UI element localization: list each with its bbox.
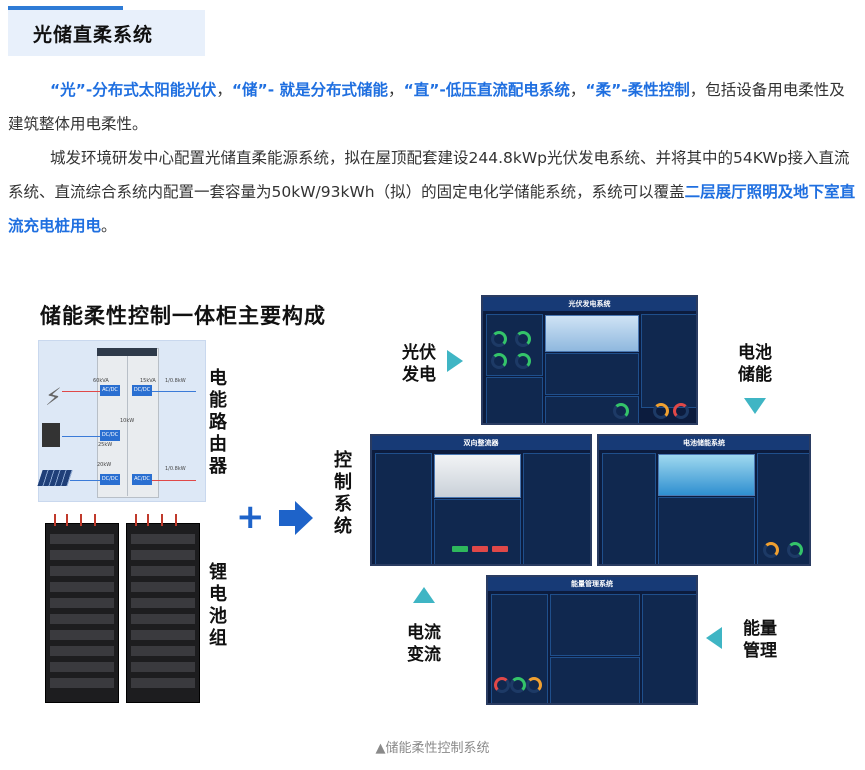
section-accent-bar — [8, 6, 123, 10]
arrow-right-icon — [447, 350, 463, 372]
section-title: 光储直柔系统 — [33, 24, 154, 46]
power-tower-icon: ⚡ — [45, 383, 62, 411]
screen-battery: 电池储能系统 — [597, 434, 811, 566]
battery-rack — [126, 514, 200, 703]
term-rou: “柔”-柔性控制 — [585, 81, 690, 99]
figure-caption: ▲储能柔性控制系统 — [375, 741, 490, 756]
screen-pv: 光伏发电系统 — [481, 295, 698, 425]
dcdc-module: DC/DC — [132, 385, 152, 396]
separator: ， — [216, 81, 232, 99]
screen-converter: 双向整流器 — [370, 434, 592, 566]
dc-line — [70, 480, 100, 481]
arrow-down-icon — [744, 398, 766, 414]
screen-title: 电池储能系统 — [599, 436, 809, 450]
intro-tail: ，包括设备用电柔性及建筑整体用电柔性。 — [8, 81, 845, 133]
screen-energy: 能量管理系统 — [486, 575, 698, 705]
separator: ， — [569, 81, 586, 99]
battery-label: 锂电池组 — [209, 562, 227, 649]
power-label: 1/0.8kW — [165, 466, 186, 472]
router-label: 电能路由器 — [209, 368, 227, 477]
storage-label: 电池储能 — [738, 343, 772, 385]
acdc-module: AC/DC — [100, 385, 120, 396]
energy-label: 能量管理 — [743, 619, 777, 661]
term-chu: “储”- 就是分布式储能 — [231, 81, 389, 99]
control-system-label: 控制系统 — [334, 450, 352, 537]
power-label: 10kW — [120, 418, 135, 424]
paragraph-project: 城发环境研发中心配置光储直柔能源系统，拟在屋顶配套建设244.8kWp光伏发电系… — [8, 141, 856, 243]
current-label: 电流变流 — [407, 623, 441, 665]
power-label: 60kVA — [93, 378, 109, 384]
power-label: 25kW — [98, 442, 113, 448]
dcdc-module: DC/DC — [100, 474, 120, 485]
battery-rack — [45, 514, 119, 703]
right-arrow-icon — [279, 501, 313, 535]
battery-icon — [42, 423, 60, 447]
project-highlight: 二层展厅照明及地下室直流充电桩用电 — [8, 183, 856, 235]
paragraph-intro: “光”-分布式太阳能光伏，“储”- 就是分布式储能，“直”-低压直流配电系统，“… — [8, 73, 856, 141]
figure-left-title: 储能柔性控制一体柜主要构成 — [40, 304, 326, 328]
cabinet-top — [97, 348, 157, 356]
power-label: 15kVA — [140, 378, 156, 384]
router-cabinet — [97, 348, 159, 498]
dc-line — [62, 436, 100, 437]
separator: ， — [388, 81, 404, 99]
term-zhi: “直”-低压直流配电系统 — [403, 81, 570, 99]
screen-title: 双向整流器 — [372, 436, 590, 450]
pv-label: 光伏发电 — [402, 343, 436, 385]
power-label: 20kW — [97, 462, 112, 468]
acdc-module: AC/DC — [132, 474, 152, 485]
ac-line — [62, 391, 100, 392]
term-guang: “光”-分布式太阳能光伏 — [50, 81, 217, 99]
dcdc-module: DC/DC — [100, 430, 120, 441]
plus-sign: + — [236, 497, 265, 537]
arrow-up-icon — [413, 587, 435, 603]
cabinet-divider — [127, 356, 128, 496]
screen-title: 能量管理系统 — [488, 577, 696, 591]
project-text: 城发环境研发中心配置光储直柔能源系统，拟在屋顶配套建设244.8kWp光伏发电系… — [8, 149, 850, 201]
power-label: 1/0.8kW — [165, 378, 186, 384]
arrow-left-icon — [706, 627, 722, 649]
ac-line — [152, 480, 196, 481]
solar-panel-icon — [37, 470, 73, 486]
screen-title: 光伏发电系统 — [483, 297, 696, 311]
section-header-box — [8, 10, 205, 56]
project-end: 。 — [101, 217, 117, 235]
dc-line — [152, 391, 196, 392]
